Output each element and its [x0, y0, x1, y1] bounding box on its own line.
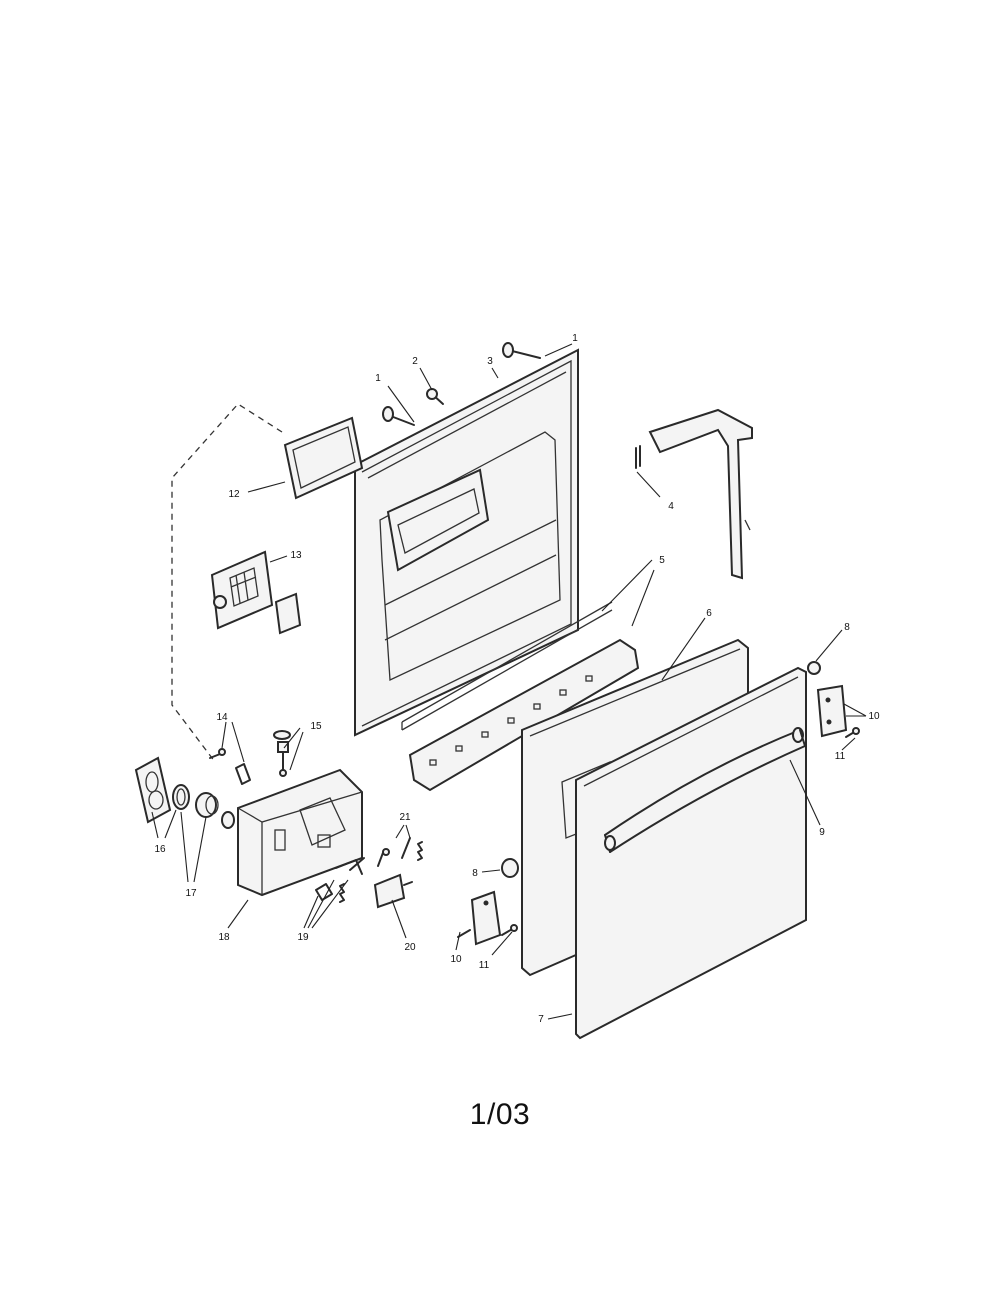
callout-11-left: 11	[479, 960, 490, 971]
callout-11-right: 11	[835, 751, 846, 762]
dispenser-gasket	[172, 784, 190, 810]
screw-part-1-lower	[382, 406, 415, 426]
callout-8-lower: 8	[472, 868, 478, 879]
callout-4: 4	[668, 501, 674, 512]
dispenser-cover	[134, 756, 172, 824]
callout-8-upper: 8	[844, 622, 850, 633]
dispenser-cap-seal	[195, 792, 235, 829]
callout-5: 5	[659, 555, 665, 566]
page-label: 1/03	[469, 1098, 531, 1131]
lever-spring-set	[315, 857, 365, 903]
latch-block-right	[816, 684, 848, 738]
callout-10-left: 10	[450, 954, 462, 965]
callout-15: 15	[310, 721, 322, 732]
callout-19: 19	[297, 932, 309, 943]
callout-2: 2	[412, 356, 418, 367]
assembly-dashed-outline	[171, 403, 283, 763]
detergent-dispenser	[237, 768, 363, 897]
bumper-upper	[807, 661, 821, 675]
callout-21: 21	[399, 812, 411, 823]
latch-screw-right	[845, 727, 860, 738]
vent-assembly	[210, 550, 302, 635]
vent-frame-seal	[283, 416, 364, 500]
callout-13: 13	[290, 550, 302, 561]
dispenser-solenoid	[373, 873, 413, 909]
latch-block-left	[457, 890, 502, 946]
bumper-lower	[501, 858, 519, 878]
callout-1-upper: 1	[572, 333, 578, 344]
door-bottom-rail	[401, 601, 640, 792]
leader-lines	[151, 343, 867, 1020]
callout-1-lower: 1	[375, 373, 381, 384]
spring-clip-part-14	[209, 748, 251, 785]
callout-7: 7	[538, 1014, 544, 1025]
callout-17: 17	[185, 888, 197, 899]
actuator-pins	[377, 837, 423, 867]
hinge-arm	[635, 408, 753, 580]
callout-6: 6	[706, 608, 712, 619]
callout-14: 14	[216, 712, 228, 723]
callout-18: 18	[218, 932, 230, 943]
screw-part-2	[426, 388, 444, 405]
callout-10-right: 10	[868, 711, 880, 722]
screw-part-1-upper	[502, 342, 541, 359]
callout-20: 20	[404, 942, 416, 953]
callout-9: 9	[819, 827, 825, 838]
callout-3: 3	[487, 356, 493, 367]
outer-door-panel	[575, 666, 807, 1040]
latch-screw-left	[501, 924, 518, 936]
callout-12: 12	[228, 489, 240, 500]
callout-16: 16	[154, 844, 166, 855]
pin-part-15	[273, 730, 291, 777]
